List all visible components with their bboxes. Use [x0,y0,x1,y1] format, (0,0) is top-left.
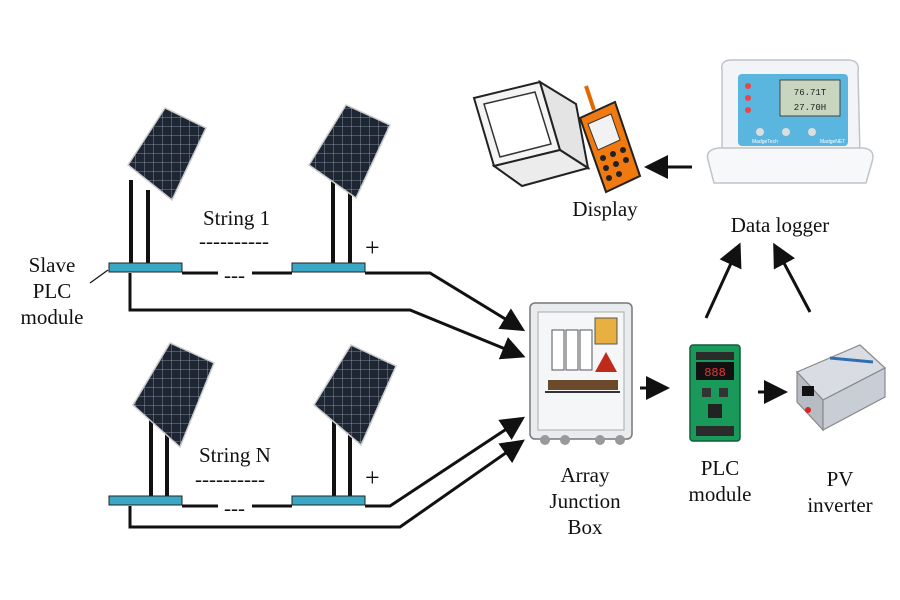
plc-module-icon: 888 [689,344,741,442]
string-n-label: String N [199,443,271,467]
string-n-gap-dashes: --- [224,496,245,520]
slave-plc-busbar [108,495,183,506]
monitor-icon [472,79,591,188]
mobile-phone-icon [578,85,642,194]
logger-model: MadgeNET [820,139,845,145]
slave-plc-label-line2: PLC [32,279,72,303]
string-1-label: String 1 [203,206,271,230]
string-n-plus: + [365,463,380,492]
slave-plc-label-line1: Slave [28,253,76,277]
pv-inverter-label-line2: inverter [807,493,873,517]
plc-module-label-line2: module [688,482,752,506]
string-1-group [108,104,391,275]
string-1-plus: + [365,233,380,262]
plc-module-label-line1: PLC [700,456,740,480]
slave-plc-label-line3: module [20,305,84,329]
solar-panel-icon [313,344,397,498]
solar-panel-icon [132,342,215,498]
logger-screen-line1: 76.71T [794,88,827,98]
pv-inverter-label-line1: PV [826,467,854,491]
logger-brand: MadgeTech [752,139,778,145]
slave-plc-busbar [291,262,366,273]
solar-panel-icon [127,107,207,265]
logger-screen-line2: 27.70H [794,103,826,113]
solar-panel-icon [307,104,391,265]
array-junction-box-icon [529,302,633,445]
junction-box-label-line1: Array [560,463,610,487]
data-logger-icon: 76.71T 27.70H MadgeTech MadgeNET [706,59,874,184]
slave-plc-busbar [291,495,366,506]
slave-plc-pointer [89,269,109,284]
junction-box-label-line2: Junction [549,489,621,513]
slave-plc-busbar [108,262,183,273]
string-1-dashes: ---------- [199,229,269,253]
pv-inverter-icon [795,344,887,432]
string-1-gap-dashes: --- [224,263,245,287]
display-label: Display [572,197,638,221]
string-n-dashes: ---------- [195,467,265,491]
junction-box-label-line3: Box [567,515,603,539]
string-wires [128,271,526,529]
string-n-group [108,342,397,508]
svg-text:888: 888 [704,366,726,380]
data-logger-label: Data logger [730,213,830,237]
